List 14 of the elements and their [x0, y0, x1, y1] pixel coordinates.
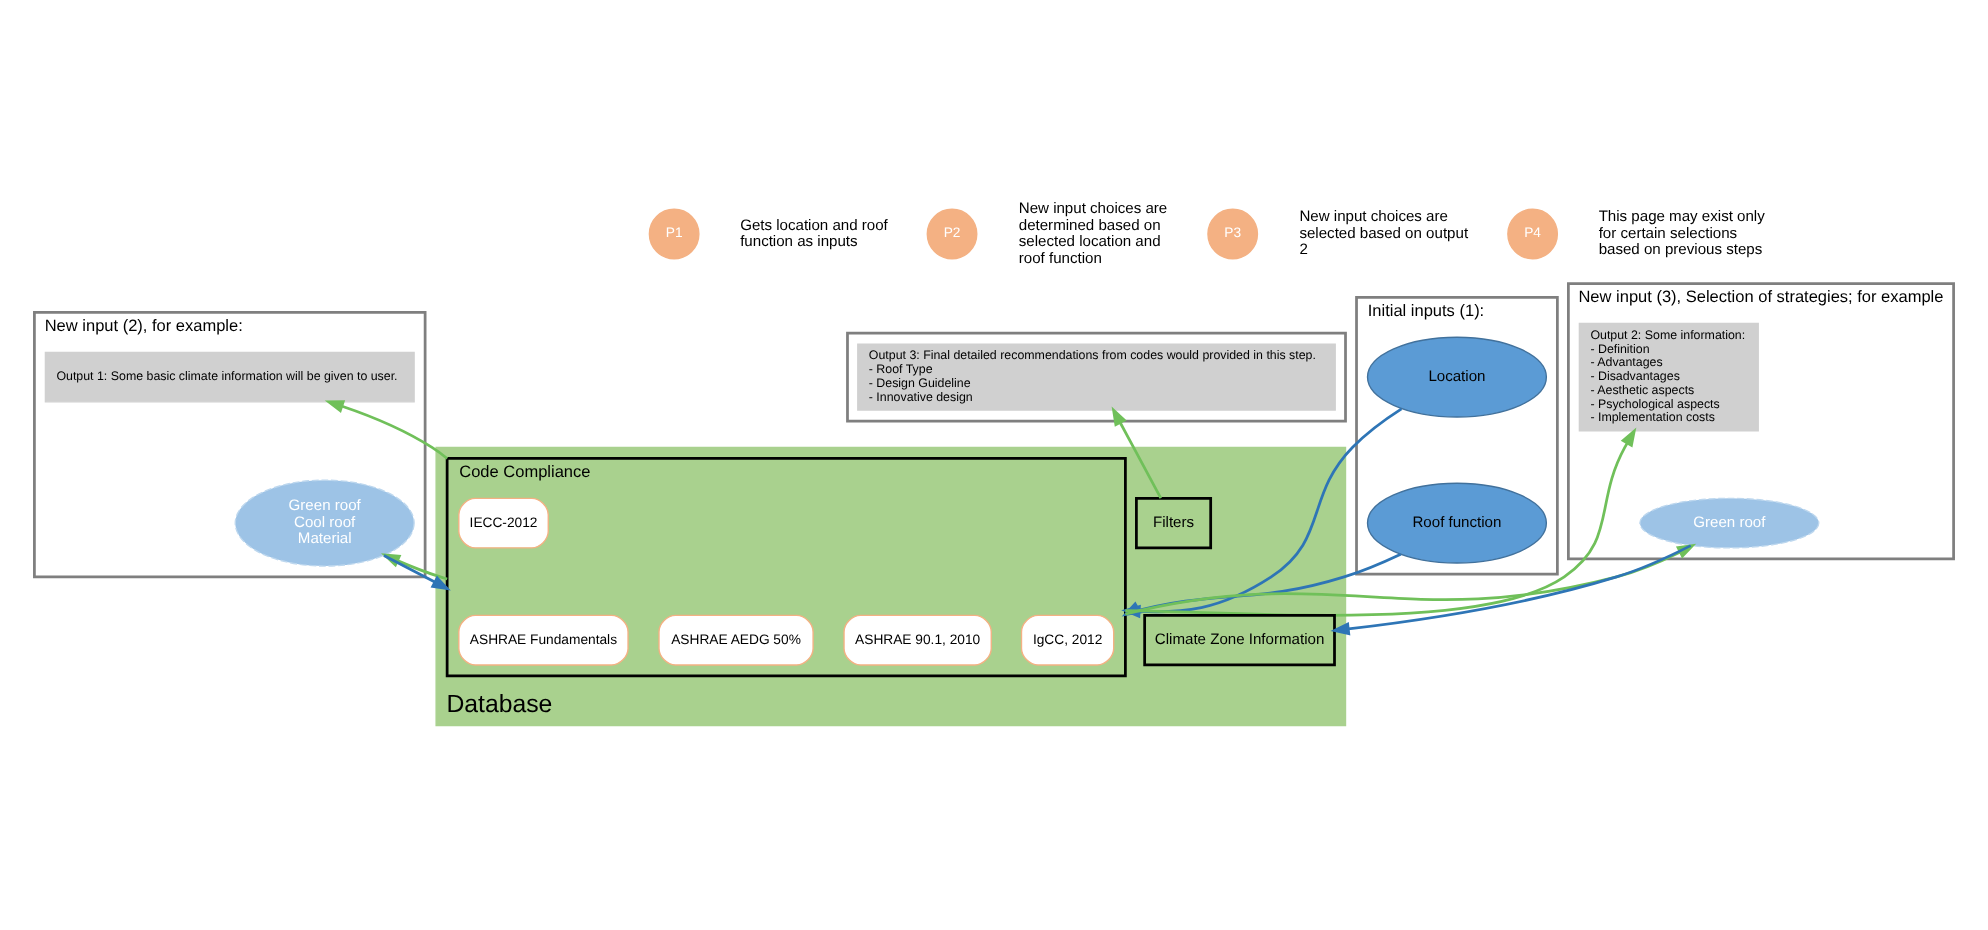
arrow — [1330, 543, 1692, 635]
arrow — [1125, 426, 1637, 616]
node-ellipse: Roof function — [1366, 481, 1548, 563]
node-box: Climate Zone Information — [1143, 613, 1336, 666]
node-label: This page may exist only for certain selections based on previous steps — [1598, 206, 1765, 258]
node-label: New input choices are determined based on selected location and roof function — [1018, 198, 1168, 266]
node-box: Filters — [1135, 495, 1213, 549]
node-ellipse: Location — [1366, 335, 1548, 417]
node-label: New input choices are selected based on output 2 — [1299, 206, 1469, 258]
node-label: Gets location and roof function as inputs — [740, 214, 888, 250]
arrow — [324, 399, 448, 459]
cluster — [846, 330, 1347, 422]
arrow — [1111, 405, 1162, 498]
node-ellipse: Green roof — [1639, 496, 1820, 548]
